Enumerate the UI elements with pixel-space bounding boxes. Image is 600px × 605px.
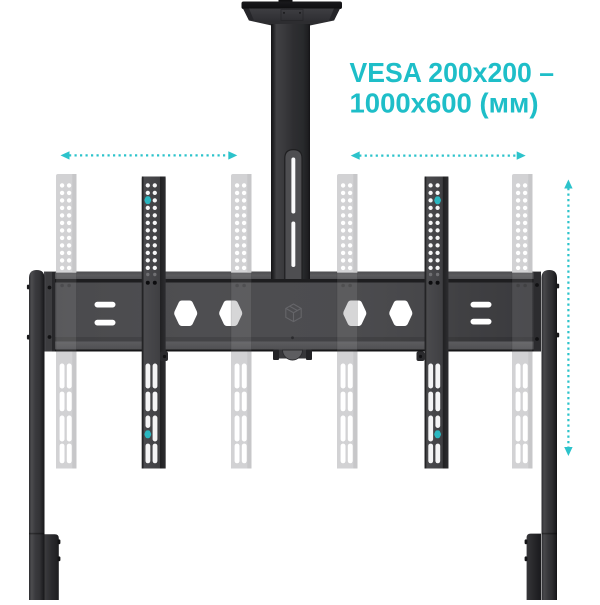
svg-text:VESA 200x200 –: VESA 200x200 – [350,57,555,88]
svg-text:1000x600 (мм): 1000x600 (мм) [350,88,539,119]
